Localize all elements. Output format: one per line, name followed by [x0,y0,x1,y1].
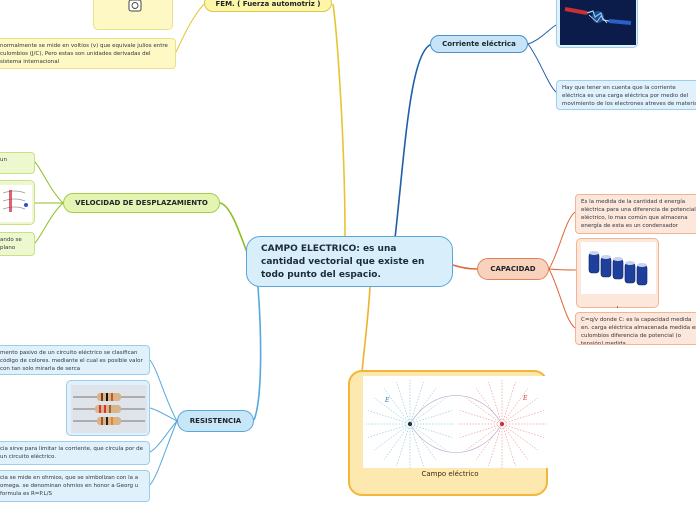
velocidad-note-top-text: un [0,157,7,163]
corriente-note-text: Hay que tener en cuenta que la corriente… [562,85,696,107]
velocidad-note-bottom: ando se plano [0,232,35,256]
capacidad-note-top-text: Es la medida de la cantidad d energía el… [581,199,696,229]
campo-label-e-right: E [522,395,528,402]
resistencia-note-1: mento pasivo de un circuito eléctrico se… [0,345,150,375]
sub-fem-note [175,3,205,53]
field-line [505,410,544,424]
capacidad-note-top: Es la medida de la cantidad d energía el… [575,194,696,234]
topic-capacidad[interactable]: CAPACIDAD [477,258,549,280]
conductor-diagram-picture [0,185,32,222]
field-line [502,427,516,466]
topic-corriente-label: Corriente eléctrica [442,40,516,48]
multimeter-icon [128,0,142,12]
capacidad-note-bottom-text: C=q/v donde C: es la capacidad medida en… [581,317,696,345]
field-line [504,388,529,421]
field-line [466,426,499,451]
sub-res-3 [149,420,178,453]
central-topic[interactable]: CAMPO ELECTRICO: es una cantidad vectori… [246,236,453,287]
field-line [460,424,499,438]
sub-cap-3 [548,268,576,329]
resistencia-note-2-text: cia sirve para limitar la corriente, que… [0,446,144,460]
field-line [413,424,452,438]
fem-image [93,0,173,30]
topic-velocidad[interactable]: VELOCIDAD DE DESPLAZAMIENTO [63,193,220,213]
sub-corriente-note [527,43,557,93]
topic-velocidad-label: VELOCIDAD DE DESPLAZAMIENTO [75,199,208,207]
field-line [383,388,408,421]
capacitors-picture [581,242,656,294]
resistencia-note-2: cia sirve para limitar la corriente, que… [0,441,150,465]
connector-fem [332,3,346,237]
connector-velocidad [219,202,249,256]
capacidad-image-caption: , [616,301,619,309]
field-line [383,427,408,460]
corriente-note: Hay que tener en cuenta que la corriente… [556,80,696,110]
field-line [413,410,452,424]
field-line [413,397,446,422]
topic-resistencia-label: RESISTENCIA [189,417,242,425]
fem-note: normalmente se mide en voltios (v) que e… [0,38,176,69]
velocidad-note-bottom-text: ando se plano [0,237,22,251]
field-line [368,410,407,424]
electric-spark-picture [560,0,636,45]
topic-resistencia[interactable]: RESISTENCIA [177,410,254,432]
connector-corriente [394,43,433,239]
campo-electrico-node[interactable]: E E Campo eléctrico [348,370,549,496]
field-line [410,382,424,421]
corriente-image [556,0,638,48]
sub-vel-1 [34,161,64,204]
field-line [505,424,544,438]
sub-vel-3 [34,202,64,244]
capacidad-image: , [576,238,659,309]
resistencia-note-3-text: cia se mide en ohmios, que se simbolizan… [0,475,139,497]
topic-fem-label: FEM. ( Fuerza automotriz ) [215,0,321,8]
sub-cap-1 [548,211,576,270]
sub-res-4 [149,420,178,486]
fem-note-text: normalmente se mide en voltios (v) que e… [0,43,168,65]
field-line [502,382,516,421]
sub-res-2 [149,407,178,422]
field-line [368,424,407,438]
topic-corriente[interactable]: Corriente eléctrica [430,35,528,53]
field-line [488,427,502,466]
resistencia-image [66,380,150,436]
capacidad-note-bottom: C=q/v donde C: es la capacidad medida en… [575,312,696,345]
field-line [505,397,538,422]
connector-capacidad [452,264,478,270]
topic-capacidad-label: CAPACIDAD [490,265,536,273]
connector-campo [361,286,371,373]
topic-fem[interactable]: FEM. ( Fuerza automotriz ) [204,0,332,12]
field-line [488,382,502,421]
field-line [460,410,499,424]
field-line [410,427,424,466]
velocidad-image [0,180,35,225]
sub-cap-2 [548,268,577,271]
field-line [396,382,410,421]
resistencia-note-3: cia se mide en ohmios, que se simbolizan… [0,470,150,502]
sub-res-1 [149,359,178,422]
central-topic-text: CAMPO ELECTRICO: es una cantidad vectori… [261,244,425,280]
sub-corriente-img [527,24,557,45]
resistencia-note-1-text: mento pasivo de un circuito eléctrico se… [0,350,143,372]
field-line [374,397,407,422]
field-line [505,426,538,451]
field-line [466,397,499,422]
resistors-picture [71,385,147,433]
velocidad-note-top: un [0,152,35,174]
field-line [374,426,407,451]
field-line [413,426,446,451]
campo-label-e-left: E [384,397,390,404]
field-line [504,427,529,460]
connector-resistencia [253,286,262,421]
campo-caption: Campo eléctrico [421,470,479,478]
field-line [396,427,410,466]
electric-field-lines-picture: E E [363,376,549,468]
